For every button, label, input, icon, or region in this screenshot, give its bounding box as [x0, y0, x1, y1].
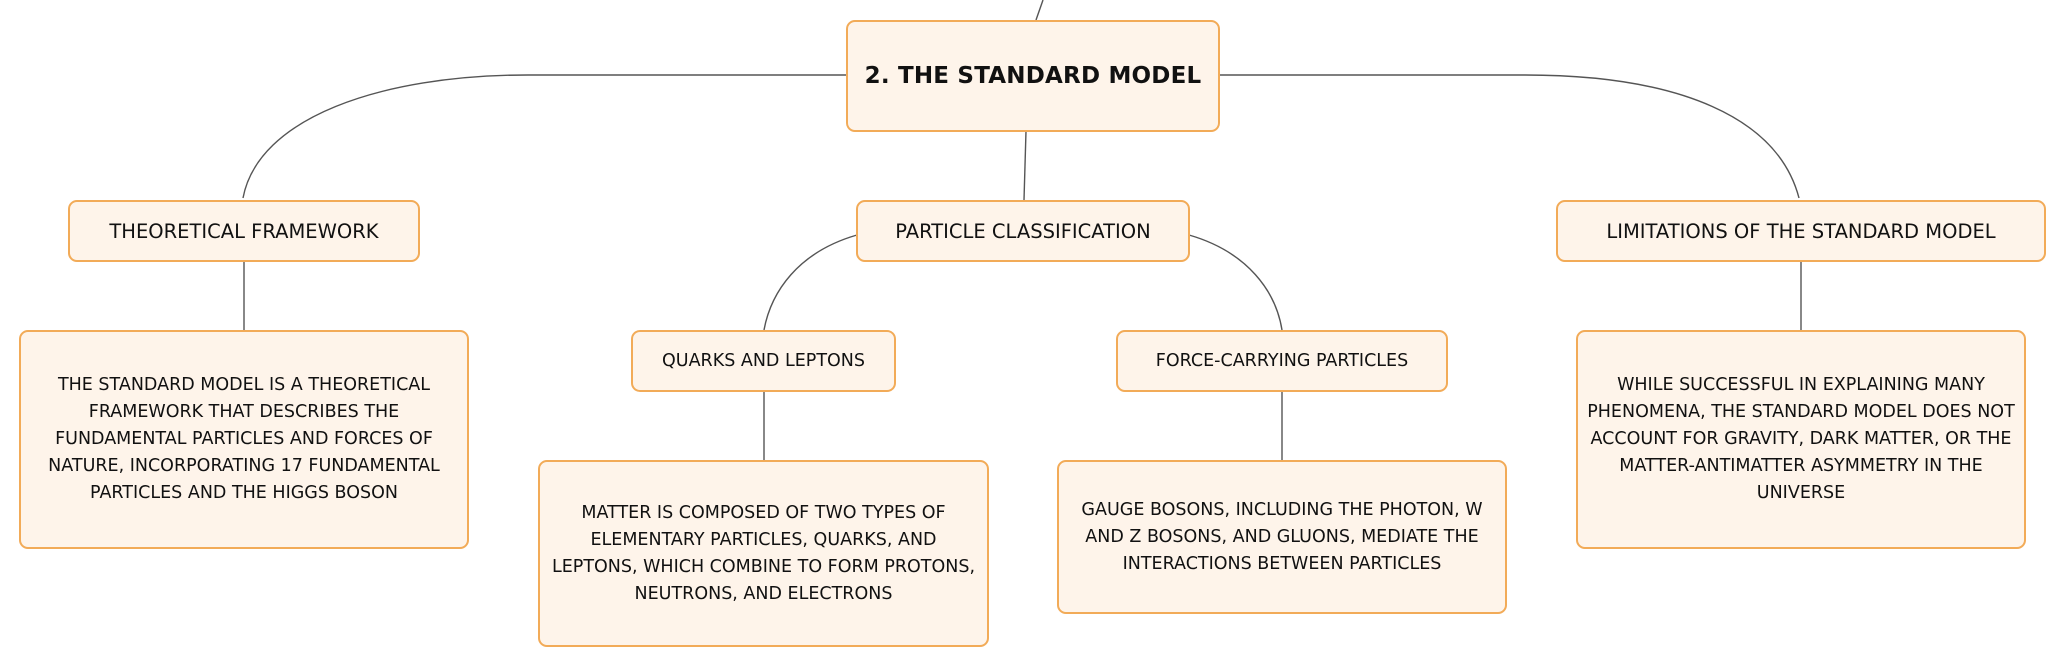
detail-node-force-carrying-particles[interactable]: GAUGE BOSONS, INCLUDING THE PHOTON, W AN…: [1057, 460, 1507, 614]
detail-text: THE STANDARD MODEL IS A THEORETICAL FRAM…: [48, 375, 440, 503]
detail-node-theoretical-framework[interactable]: THE STANDARD MODEL IS A THEORETICAL FRAM…: [19, 330, 469, 549]
subbranch-label: FORCE-CARRYING PARTICLES: [1155, 351, 1409, 371]
connector-root-to-theoretical-framework: [242, 74, 847, 199]
connector-root-to-limitations: [1219, 74, 1800, 199]
detail-text: MATTER IS COMPOSED OF TWO TYPES OF ELEME…: [551, 502, 976, 604]
branch-node-limitations[interactable]: LIMITATIONS OF THE STANDARD MODEL: [1556, 200, 2046, 262]
root-label: 2. THE STANDARD MODEL: [864, 63, 1202, 89]
connector-particle-classification-to-quarks-and-leptons: [763, 234, 858, 331]
detail-node-limitations[interactable]: WHILE SUCCESSFUL IN EXPLAINING MANY PHEN…: [1576, 330, 2026, 549]
branch-label: THEORETICAL FRAMEWORK: [109, 219, 379, 243]
branch-node-particle-classification[interactable]: PARTICLE CLASSIFICATION: [856, 200, 1190, 262]
detail-text: WHILE SUCCESSFUL IN EXPLAINING MANY PHEN…: [1587, 375, 2015, 503]
connector-parent-link: [1035, 0, 1044, 21]
connector-particle-classification-to-force-carrying-particles: [1188, 234, 1283, 331]
subbranch-node-force-carrying-particles[interactable]: FORCE-CARRYING PARTICLES: [1116, 330, 1448, 392]
branch-node-theoretical-framework[interactable]: THEORETICAL FRAMEWORK: [68, 200, 420, 262]
connector-root-to-particle-classification: [1023, 130, 1027, 201]
detail-text: GAUGE BOSONS, INCLUDING THE PHOTON, W AN…: [1081, 499, 1483, 574]
subbranch-node-quarks-and-leptons[interactable]: QUARKS AND LEPTONS: [631, 330, 896, 392]
subbranch-label: QUARKS AND LEPTONS: [662, 351, 865, 371]
branch-label: LIMITATIONS OF THE STANDARD MODEL: [1606, 219, 1996, 243]
branch-label: PARTICLE CLASSIFICATION: [895, 219, 1151, 243]
detail-node-quarks-and-leptons[interactable]: MATTER IS COMPOSED OF TWO TYPES OF ELEME…: [538, 460, 989, 647]
root-node[interactable]: 2. THE STANDARD MODEL: [846, 20, 1220, 132]
